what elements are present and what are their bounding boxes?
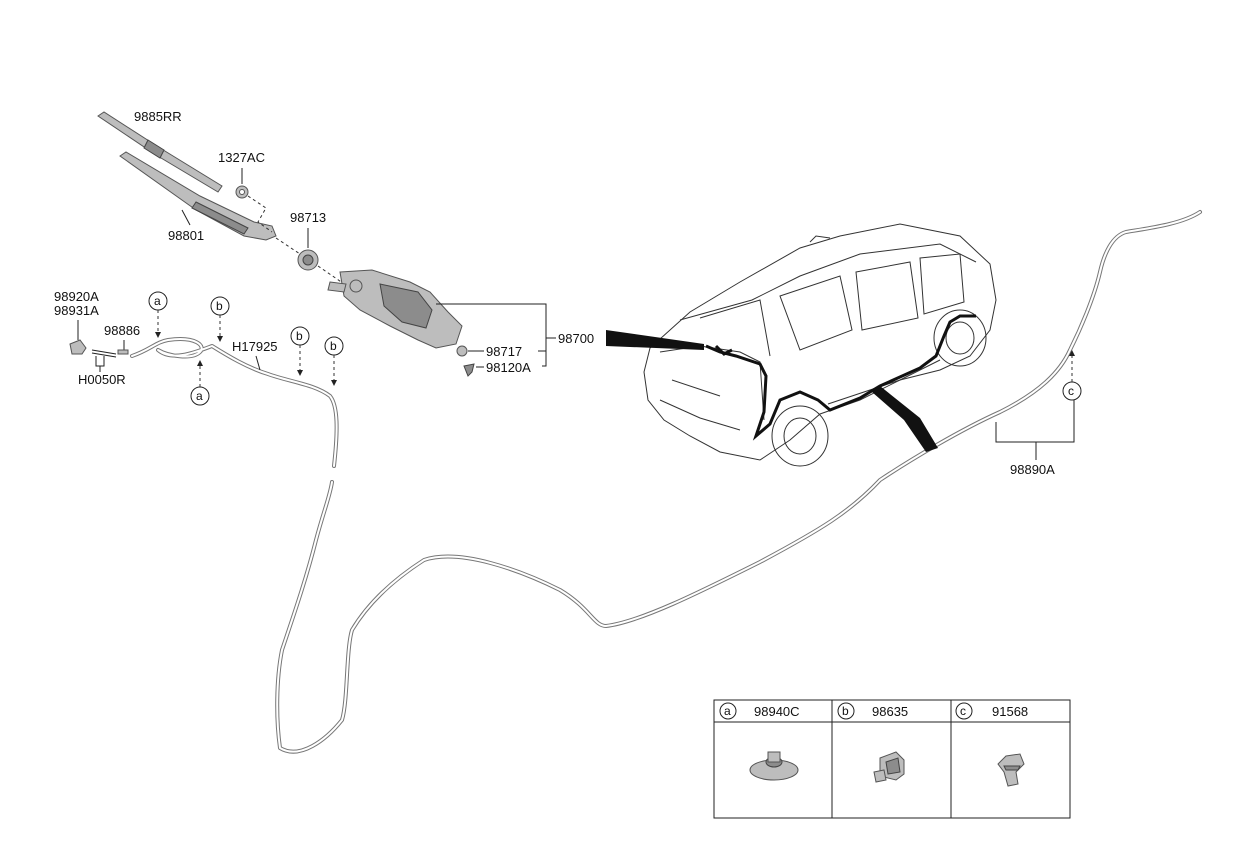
cap[interactable] xyxy=(297,249,319,271)
svg-text:b: b xyxy=(296,329,303,343)
motor-bolt[interactable] xyxy=(463,363,475,377)
label-connector: 98886 xyxy=(104,323,140,338)
grommet-part-icon[interactable] xyxy=(749,751,799,781)
legend-part-b: 98635 xyxy=(872,704,908,719)
legend-part-a: 98940C xyxy=(754,704,800,719)
label-washer-hose: 98890A xyxy=(1010,462,1055,477)
svg-text:c: c xyxy=(960,704,966,718)
label-nozzle1: 98920A xyxy=(54,289,99,304)
marker-a-bottom: a xyxy=(190,360,210,406)
wiper-motor[interactable] xyxy=(327,269,463,349)
hose-joint[interactable] xyxy=(91,349,117,358)
legend-cell-b: b 98635 xyxy=(837,702,908,720)
wiper-arm[interactable] xyxy=(119,151,277,241)
legend-cell-a: a 98940C xyxy=(719,702,800,720)
svg-text:a: a xyxy=(196,389,203,403)
label-hose-joint: H0050R xyxy=(78,372,126,387)
label-nut: 1327AC xyxy=(218,150,265,165)
label-wiper-arm: 98801 xyxy=(168,228,204,243)
clip-part-icon[interactable] xyxy=(873,751,905,783)
vehicle-illustration xyxy=(643,223,997,467)
label-motor-part2: 98120A xyxy=(486,360,531,375)
svg-text:b: b xyxy=(216,299,223,313)
pointer-wedge-rear xyxy=(606,330,704,350)
label-wiper-blade: 9885RR xyxy=(134,109,182,124)
hose-h17925[interactable] xyxy=(130,337,339,468)
hose-connector[interactable] xyxy=(117,349,129,355)
wiper-blade[interactable] xyxy=(97,111,223,193)
svg-text:a: a xyxy=(154,294,161,308)
marker-c: c xyxy=(1062,350,1082,401)
marker-b-3: b xyxy=(324,336,344,386)
washer-hose-98890a[interactable] xyxy=(275,210,1202,754)
pointer-wedge-side xyxy=(872,386,938,452)
nut[interactable] xyxy=(235,185,249,199)
label-hose: H17925 xyxy=(232,339,278,354)
label-motor-assy: 98700 xyxy=(558,331,594,346)
label-motor-part1: 98717 xyxy=(486,344,522,359)
svg-text:a: a xyxy=(724,704,731,718)
legend-cell-c: c 91568 xyxy=(955,702,1028,720)
marker-a-top: a xyxy=(148,291,168,338)
fastener-part-icon[interactable] xyxy=(997,753,1025,787)
label-nozzle2: 98931A xyxy=(54,303,99,318)
svg-text:c: c xyxy=(1068,384,1074,398)
svg-text:b: b xyxy=(842,704,849,718)
vehicle-hose-route xyxy=(705,314,976,441)
motor-washer[interactable] xyxy=(456,345,468,357)
label-cap: 98713 xyxy=(290,210,326,225)
marker-b-2: b xyxy=(290,326,310,376)
washer-nozzle[interactable] xyxy=(69,339,87,355)
svg-text:b: b xyxy=(330,339,337,353)
legend-part-c: 91568 xyxy=(992,704,1028,719)
marker-b-1: b xyxy=(210,296,230,342)
